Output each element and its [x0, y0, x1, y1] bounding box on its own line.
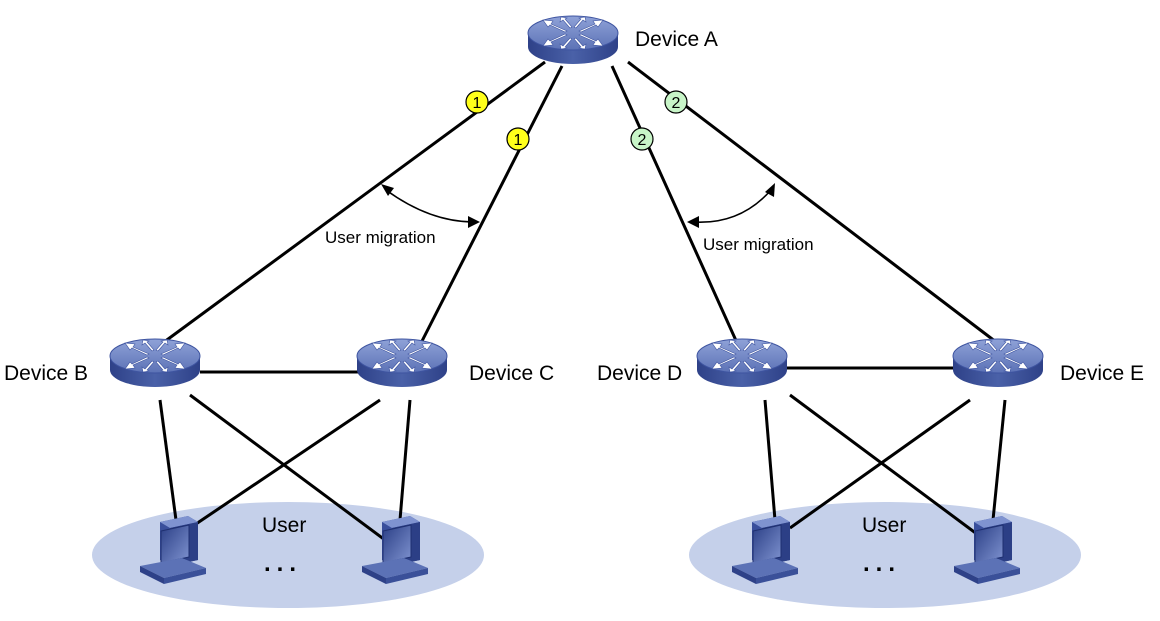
device-c-label: Device C	[469, 362, 555, 385]
link-c-pc2	[398, 399, 412, 521]
device-d-switch-icon	[696, 338, 788, 388]
migration-arc-left	[385, 189, 475, 223]
marker-2-ae-label: 2	[672, 95, 681, 112]
device-e-label: Device E	[1060, 362, 1145, 385]
link-a-e	[627, 60, 1001, 347]
device-c-switch-icon	[356, 338, 448, 388]
marker-2-ad	[630, 127, 654, 151]
marker-1-ab	[465, 90, 489, 114]
ellipsis-right: ...	[863, 550, 902, 577]
link-e-pc1	[789, 398, 971, 530]
user-left-label: User	[262, 514, 307, 537]
marker-2-ae	[664, 90, 688, 114]
device-b-switch-icon	[109, 338, 201, 388]
link-a-d	[610, 65, 740, 346]
link-a-c	[418, 65, 564, 346]
marker-1-ac	[506, 127, 530, 151]
marker-2-ad-label: 2	[638, 132, 647, 149]
marker-1-ab-label: 1	[473, 95, 482, 112]
link-d-pc2	[789, 393, 986, 542]
user-right-label: User	[862, 514, 907, 537]
device-d-label: Device D	[597, 362, 683, 385]
link-b-pc1	[158, 399, 178, 521]
migration-arc-right	[692, 189, 772, 224]
link-b-pc2	[189, 393, 386, 542]
marker-1-ac-label: 1	[514, 132, 523, 149]
link-c-pc1	[189, 398, 381, 530]
device-a-switch-icon	[527, 15, 619, 65]
link-e-pc2	[991, 399, 1007, 521]
user-migration-left-label: User migration	[325, 228, 436, 247]
user-migration-right-label: User migration	[703, 235, 814, 254]
device-a-label: Device A	[635, 28, 718, 51]
device-b-label: Device B	[4, 362, 89, 385]
link-d-pc1	[763, 399, 777, 521]
ellipsis-left: ...	[264, 550, 303, 577]
device-e-switch-icon	[952, 338, 1044, 388]
